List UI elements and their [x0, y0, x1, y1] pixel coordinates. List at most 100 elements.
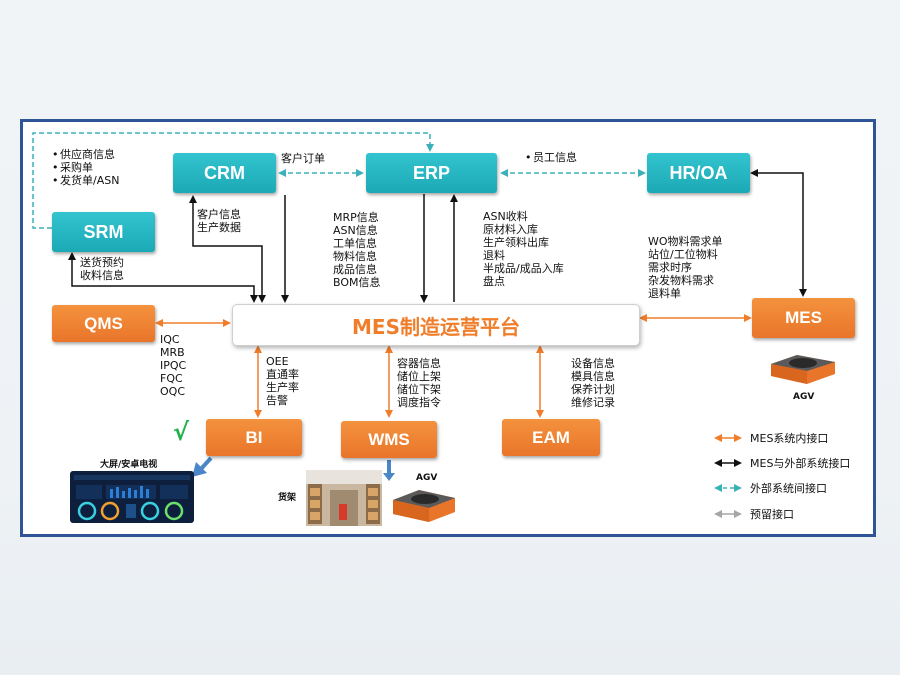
erp-right-label: ASN收料 原材料入库 生产领料出库 退料 半成品/成品入库 盘点: [483, 210, 564, 288]
eam-label-list: 设备信息 模具信息 保养计划 维修记录: [571, 357, 615, 409]
legend-label: 预留接口: [750, 508, 794, 521]
label-line: ASN收料: [483, 210, 528, 223]
shelf-caption: 货架: [278, 493, 297, 503]
eam-box: EAM: [502, 419, 600, 456]
bi-box: BI: [206, 419, 302, 456]
label-line: 收料信息: [80, 269, 124, 282]
label-line: 退料: [483, 249, 505, 262]
srm-box: SRM: [52, 212, 155, 252]
label-line: 原材料入库: [483, 223, 538, 236]
label-line: 物料信息: [333, 250, 377, 263]
erp-box: ERP: [366, 153, 497, 193]
label-line: IPQC: [160, 359, 187, 372]
dashboard-screen-image: [70, 471, 194, 523]
crm-erp-label: 客户订单: [281, 152, 325, 165]
label-line: 杂发物料需求: [648, 274, 714, 287]
erp-hr-label: 员工信息: [511, 151, 577, 164]
wms-label-list: 容器信息 储位上架 储位下架 调度指令: [397, 357, 441, 409]
label-line: 站位/工位物料: [648, 248, 718, 261]
label-line: 储位下架: [397, 383, 441, 396]
label-line: 员工信息: [511, 151, 577, 164]
agv-wms-caption: AGV: [416, 473, 438, 483]
crm-down-label: 客户信息 生产数据: [197, 208, 241, 234]
label-line: FQC: [160, 372, 183, 385]
label-line: 保养计划: [571, 383, 615, 396]
label-line: 盘点: [483, 275, 505, 288]
agv-mes-caption: AGV: [793, 392, 815, 402]
label-line: 成品信息: [333, 263, 377, 276]
label-line: OEE: [266, 355, 289, 368]
label-line: 直通率: [266, 368, 299, 381]
mes-box: MES: [752, 298, 855, 338]
legend-external: MES与外部系统接口: [712, 455, 850, 471]
srm-erp-dashed-line: [32, 132, 434, 229]
srm-down-label: 送货预约 收料信息: [80, 256, 124, 282]
crm-box: CRM: [173, 153, 276, 193]
label-line: MRB: [160, 346, 185, 359]
label-line: 生产数据: [197, 221, 241, 234]
hroa-label: HR/OA: [669, 162, 728, 183]
label-line: 半成品/成品入库: [483, 262, 564, 275]
legend-internal: MES系统内接口: [712, 430, 828, 446]
label-line: BOM信息: [333, 276, 381, 289]
mes-label: MES: [785, 308, 822, 327]
label-line: MRP信息: [333, 211, 379, 224]
orange-double-arrow-icon: [714, 434, 742, 442]
bi-label-list: OEE 直通率 生产率 告警: [266, 355, 299, 407]
label-line: 送货预约: [80, 256, 124, 269]
label-line: 供应商信息: [38, 148, 119, 161]
wms-label: WMS: [368, 429, 410, 449]
wms-box: WMS: [341, 421, 437, 458]
label-line: 容器信息: [397, 357, 441, 370]
label-line: 发货单/ASN: [38, 174, 119, 187]
qms-box: QMS: [52, 305, 155, 342]
label-line: ASN信息: [333, 224, 378, 237]
gray-double-arrow-icon: [714, 510, 742, 518]
label-line: 生产领料出库: [483, 236, 549, 249]
label-line: OQC: [160, 385, 185, 398]
dashboard-caption: 大屏/安卓电视: [100, 460, 158, 470]
check-mark-icon: √: [173, 418, 190, 446]
bi-label: BI: [245, 427, 263, 447]
teal-dashed-arrow-icon: [714, 484, 742, 492]
srm-label: SRM: [83, 221, 124, 242]
crm-label: CRM: [204, 162, 245, 183]
hr-mes-label: WO物料需求单 站位/工位物料 需求时序 杂发物料需求 退料单: [648, 235, 723, 300]
legend-label: MES系统内接口: [750, 432, 829, 445]
legend-reserved: 预留接口: [712, 506, 794, 522]
srm-top-list: 供应商信息 采购单 发货单/ASN: [38, 148, 119, 187]
erp-left-label: MRP信息 ASN信息 工单信息 物料信息 成品信息 BOM信息: [333, 211, 381, 289]
label-line: 设备信息: [571, 357, 615, 370]
srm-mes-line: [68, 252, 258, 303]
platform-title: MES制造运营平台: [352, 314, 520, 339]
label-line: 退料单: [648, 287, 681, 300]
qms-label-list: IQC MRB IPQC FQC OQC: [160, 333, 186, 398]
label-line: 调度指令: [397, 396, 441, 409]
label-line: 维修记录: [571, 396, 615, 409]
label-line: 储位上架: [397, 370, 441, 383]
hroa-box: HR/OA: [647, 153, 750, 193]
label-line: IQC: [160, 333, 180, 346]
label-line: 需求时序: [648, 261, 692, 274]
erp-label: ERP: [412, 162, 450, 183]
label-line: 告警: [266, 394, 288, 407]
label-line: 模具信息: [571, 370, 615, 383]
label-line: 客户信息: [197, 208, 241, 221]
agv-mes-image: [771, 355, 835, 384]
warehouse-shelf-image: [306, 470, 382, 526]
agv-wms-image: [393, 490, 455, 522]
label-line: 采购单: [38, 161, 119, 174]
label-line: 工单信息: [333, 237, 377, 250]
black-double-arrow-icon: [714, 459, 742, 467]
eam-label: EAM: [532, 427, 570, 447]
legend-between-external: 外部系统间接口: [712, 480, 827, 496]
qms-label: QMS: [84, 313, 123, 333]
label-line: 生产率: [266, 381, 299, 394]
crm-mes-line: [189, 195, 266, 303]
legend-label: 外部系统间接口: [750, 482, 827, 495]
mes-platform-box: MES制造运营平台: [232, 304, 640, 346]
hroa-mes-line: [750, 169, 807, 297]
label-line: WO物料需求单: [648, 235, 723, 248]
legend-label: MES与外部系统接口: [750, 457, 851, 470]
